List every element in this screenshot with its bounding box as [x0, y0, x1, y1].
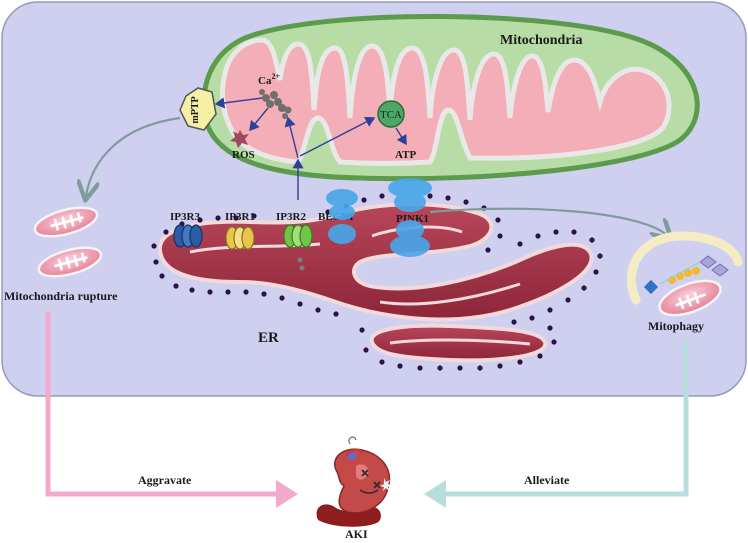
ip3r1-channel	[225, 226, 255, 250]
alleviate-arrow	[424, 340, 689, 508]
ip3r3-channel	[173, 224, 203, 248]
mitophagy-pathway-arrow	[429, 207, 668, 236]
pink1-protein	[388, 178, 432, 257]
ros-icon	[230, 130, 249, 148]
calcium-cluster	[259, 89, 292, 119]
aggravate-arrow	[45, 312, 298, 508]
ros-label: ROS	[232, 149, 255, 161]
becn1-protein	[326, 189, 358, 244]
kidney-icon	[316, 436, 392, 527]
mitochondria-rupture-label: Mitochondria rupture	[4, 289, 118, 303]
calcium-label: Ca2+	[258, 72, 280, 87]
ip3r2-channel	[283, 224, 313, 271]
ruptured-mitochondrion-2	[37, 246, 103, 278]
mptp-label: mPTP	[190, 96, 201, 123]
mitochondrion	[201, 13, 700, 182]
mitophagy-autophagosome	[626, 231, 743, 317]
ip3r1-label: IP3R1	[225, 211, 255, 223]
tca-circle	[377, 100, 405, 128]
aki-label: AKI	[345, 527, 368, 541]
aggravate-label: Aggravate	[138, 473, 192, 487]
mito-arrows	[214, 97, 407, 200]
mptp-channel	[179, 87, 217, 131]
er-label: ER	[258, 330, 279, 346]
atp-label: ATP	[395, 149, 416, 161]
ruptured-mitochondrion-1	[33, 206, 99, 238]
mitochondria-label: Mitochondria	[500, 33, 582, 48]
tca-label: TCA	[380, 109, 402, 121]
endoplasmic-reticulum	[158, 202, 594, 363]
rupture-pathway-arrow	[86, 116, 181, 196]
alleviate-label: Alleviate	[524, 473, 570, 487]
mitophagy-label: Mitophagy	[648, 319, 704, 333]
ip3r2-label: IP3R2	[276, 211, 306, 223]
ip3r3-label: IP3R3	[170, 211, 200, 223]
